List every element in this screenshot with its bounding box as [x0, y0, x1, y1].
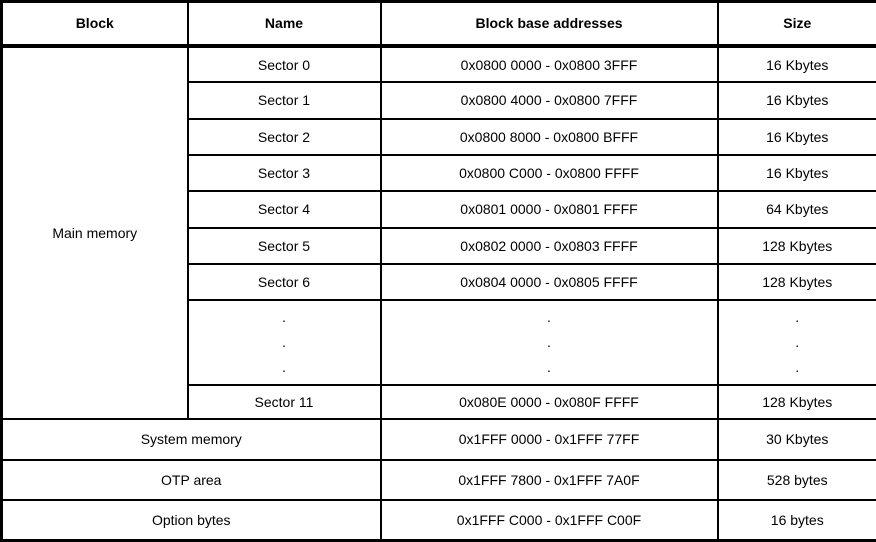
cell-addresses: 0x0801 0000 - 0x0801 FFFF	[379, 190, 719, 229]
cell-size: 16 Kbytes	[716, 117, 876, 156]
cell-addresses: 0x0804 0000 - 0x0805 FFFF	[379, 262, 719, 302]
ellipsis-dot: .	[547, 359, 551, 376]
cell-ellipsis-size: . . .	[716, 299, 876, 386]
cell-size: 128 Kbytes	[716, 262, 876, 302]
cell-size: 16 Kbytes	[716, 44, 876, 84]
cell-sector-name: Sector 4	[186, 190, 382, 229]
ellipsis-dot: .	[547, 309, 551, 326]
ellipsis-dot: .	[795, 309, 800, 326]
table-row-sector-2: Sector 2 0x0800 8000 - 0x0800 BFFF 16 Kb…	[2, 117, 876, 156]
cell-addresses: 0x0800 4000 - 0x0800 7FFF	[379, 81, 719, 120]
cell-size: 64 Kbytes	[716, 190, 876, 229]
cell-sector-name: Sector 3	[186, 153, 382, 193]
table-row-sector-1: Sector 1 0x0800 4000 - 0x0800 7FFF 16 Kb…	[2, 81, 876, 120]
cell-size: 16 Kbytes	[716, 153, 876, 193]
table-row-sector-4: Sector 4 0x0801 0000 - 0x0801 FFFF 64 Kb…	[2, 190, 876, 229]
cell-block-main-memory: Main memory	[0, 44, 189, 421]
table-row-sector-11: Sector 11 0x080E 0000 - 0x080F FFFF 128 …	[2, 383, 876, 421]
cell-addresses: 0x0802 0000 - 0x0803 FFFF	[379, 226, 719, 265]
cell-addresses: 0x1FFF 7800 - 0x1FFF 7A0F	[379, 458, 719, 502]
cell-sector-name: Sector 5	[186, 226, 382, 265]
ellipsis-dot: .	[547, 334, 551, 351]
table-row-option-bytes: Option bytes 0x1FFF C000 - 0x1FFF C00F 1…	[0, 499, 876, 542]
cell-sector-name: Sector 11	[186, 383, 382, 421]
cell-size: 30 Kbytes	[716, 418, 876, 461]
ellipsis-dot: .	[282, 309, 286, 326]
cell-addresses: 0x1FFF C000 - 0x1FFF C00F	[379, 499, 719, 542]
column-header-block: Block	[0, 0, 189, 48]
cell-addresses: 0x080E 0000 - 0x080F FFFF	[379, 383, 719, 421]
column-header-name: Name	[186, 0, 382, 48]
ellipsis-dot: .	[795, 359, 800, 376]
table-header-row: Block Name Block base addresses Size	[0, 0, 876, 48]
cell-sector-name: Sector 6	[186, 262, 382, 302]
cell-ellipsis-addresses: . . .	[379, 299, 719, 386]
cell-ellipsis-name: . . .	[186, 299, 382, 386]
table-row-system-memory: System memory 0x1FFF 0000 - 0x1FFF 77FF …	[0, 418, 876, 461]
cell-addresses: 0x0800 8000 - 0x0800 BFFF	[379, 117, 719, 156]
cell-size: 528 bytes	[716, 458, 876, 502]
cell-size: 128 Kbytes	[716, 226, 876, 265]
table-row-sector-3: Sector 3 0x0800 C000 - 0x0800 FFFF 16 Kb…	[2, 153, 876, 193]
cell-block-option-bytes: Option bytes	[0, 499, 382, 542]
cell-block-system-memory: System memory	[0, 418, 382, 461]
cell-addresses: 0x1FFF 0000 - 0x1FFF 77FF	[379, 418, 719, 461]
cell-size: 16 bytes	[716, 499, 876, 542]
table-row-otp-area: OTP area 0x1FFF 7800 - 0x1FFF 7A0F 528 b…	[0, 458, 876, 502]
ellipsis-dot: .	[795, 334, 800, 351]
cell-size: 16 Kbytes	[716, 81, 876, 120]
cell-size: 128 Kbytes	[716, 383, 876, 421]
column-header-size: Size	[716, 0, 876, 48]
table-row-sector-5: Sector 5 0x0802 0000 - 0x0803 FFFF 128 K…	[2, 226, 876, 265]
table-row-sector-6: Sector 6 0x0804 0000 - 0x0805 FFFF 128 K…	[2, 262, 876, 302]
cell-sector-name: Sector 0	[186, 44, 382, 84]
cell-sector-name: Sector 2	[186, 117, 382, 156]
cell-addresses: 0x0800 C000 - 0x0800 FFFF	[379, 153, 719, 193]
table-row-sector-0: Main memory Sector 0 0x0800 0000 - 0x080…	[0, 44, 876, 421]
cell-block-otp-area: OTP area	[0, 458, 382, 502]
cell-addresses: 0x0800 0000 - 0x0800 3FFF	[379, 44, 719, 84]
ellipsis-dot: .	[282, 334, 286, 351]
ellipsis-dot: .	[282, 359, 286, 376]
column-header-addresses: Block base addresses	[379, 0, 719, 48]
cell-sector-name: Sector 1	[186, 81, 382, 120]
